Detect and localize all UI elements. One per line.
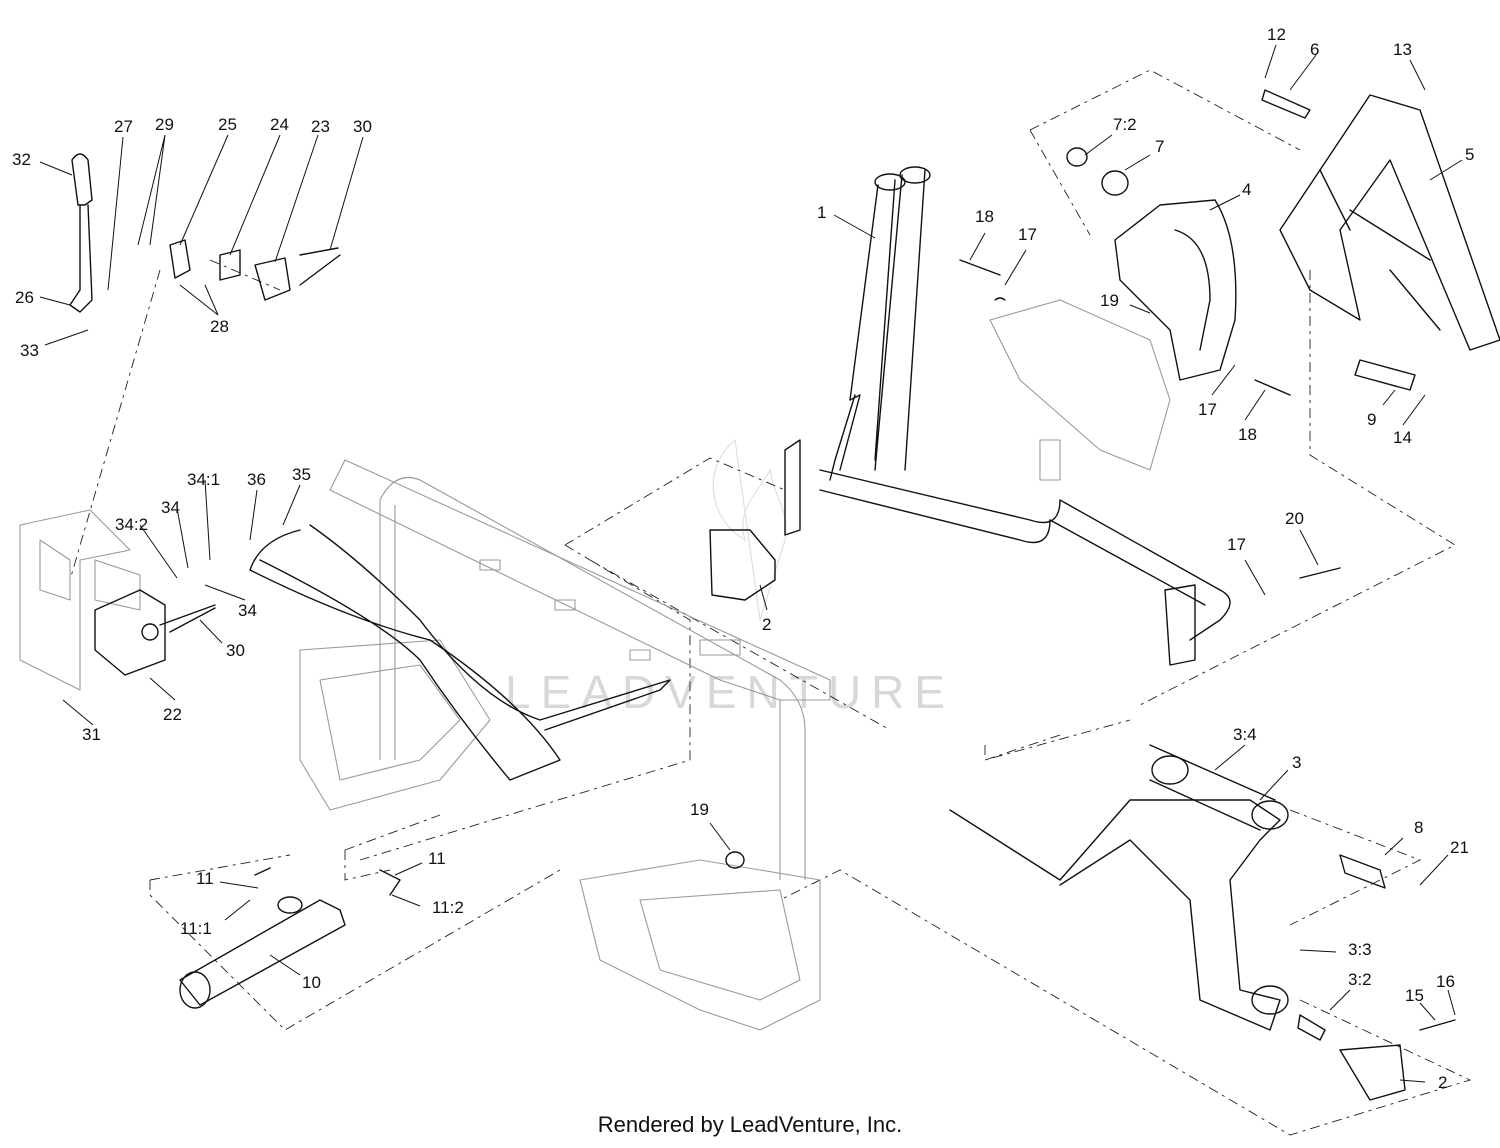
callout: 33 [20, 341, 39, 360]
callout: 2 [1438, 1073, 1447, 1092]
callout: 11:2 [432, 898, 464, 917]
callout: 3:2 [1348, 970, 1372, 989]
pivot-bracket [1114, 199, 1237, 381]
callout: 35 [292, 465, 311, 484]
callout: 20 [1285, 509, 1304, 528]
callout: 7:2 [1113, 115, 1137, 134]
callout: 3 [1292, 753, 1301, 772]
footer-credit: Rendered by LeadVenture, Inc. [597, 1112, 903, 1137]
callout: 25 [218, 115, 237, 134]
callout: 3:3 [1348, 940, 1372, 959]
callout: 17 [1018, 225, 1037, 244]
control-lever [69, 153, 341, 313]
callout: 23 [311, 117, 330, 136]
callout: 22 [163, 705, 182, 724]
control-valve [94, 589, 216, 676]
callout: 3:4 [1233, 725, 1257, 744]
callout: 7 [1155, 137, 1164, 156]
callout: 30 [226, 641, 245, 660]
callout: 11:1 [180, 919, 212, 938]
callout: 21 [1450, 838, 1469, 857]
callout: 19 [690, 800, 709, 819]
callout: 8 [1414, 818, 1423, 837]
callout: 11 [428, 849, 446, 868]
callout: 5 [1465, 145, 1474, 164]
callout: 17 [1227, 535, 1246, 554]
callout: 34:2 [115, 515, 148, 534]
callout: 11 [196, 869, 214, 888]
callout: 26 [15, 288, 34, 307]
callout: 12 [1267, 25, 1286, 44]
callout: 27 [114, 117, 133, 136]
callout: 24 [270, 115, 289, 134]
lift-arm-tube [709, 166, 1231, 666]
watermark: LEADVENTURE [505, 439, 955, 718]
callout: 1 [817, 203, 826, 222]
watermark-text: LEADVENTURE [505, 666, 955, 718]
callout: 6 [1310, 40, 1319, 59]
callout: 17 [1198, 400, 1217, 419]
callout: 16 [1436, 972, 1455, 991]
callout: 2 [762, 615, 771, 634]
small-parts [169, 89, 1456, 1101]
callout: 36 [247, 470, 266, 489]
hydraulic-cylinder [179, 896, 346, 1009]
callout: 29 [155, 115, 174, 134]
callout: 14 [1393, 428, 1412, 447]
leader-lines [39, 44, 1463, 1083]
callout: 32 [12, 150, 31, 169]
callout: 9 [1367, 410, 1376, 429]
callout: 34:1 [187, 470, 220, 489]
callout: 34 [161, 498, 180, 517]
callout-labels: 1 2 2 3 3:2 3:3 3:4 4 5 6 7 7:2 8 9 10 1… [12, 25, 1474, 1092]
callout: 4 [1242, 180, 1251, 199]
callout: 18 [975, 207, 994, 226]
hydraulic-hoses [249, 524, 671, 781]
callout: 28 [210, 317, 229, 336]
callout: 31 [82, 725, 101, 744]
callout: 15 [1405, 986, 1424, 1005]
callout: 30 [353, 117, 372, 136]
callout: 18 [1238, 425, 1257, 444]
tower-bracket [1279, 94, 1500, 351]
callout: 19 [1100, 291, 1119, 310]
lower-arm-assembly [949, 744, 1289, 1031]
callout: 13 [1393, 40, 1412, 59]
assembly-dash-lines [69, 69, 1472, 1136]
tractor-frame-ghost [19, 299, 1171, 1031]
callout: 10 [302, 973, 321, 992]
callout: 34 [238, 601, 257, 620]
